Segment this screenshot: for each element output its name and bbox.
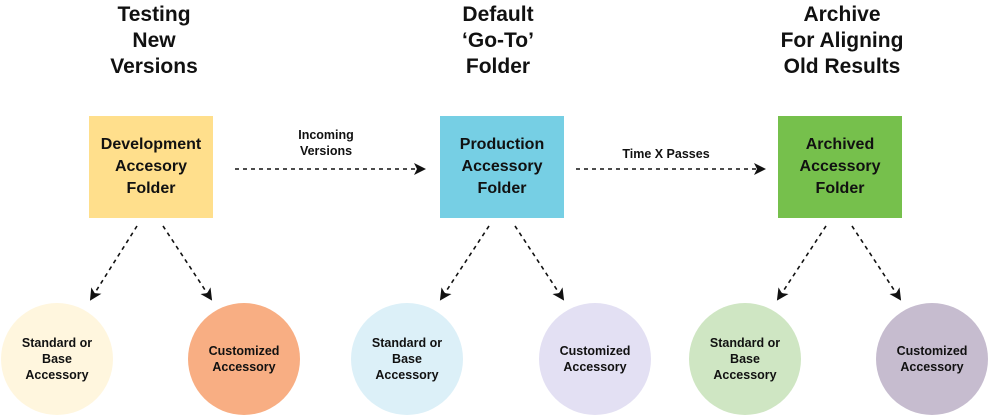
branch-arrow [89, 225, 138, 301]
development-standard-label: Standard or Base Accessory [21, 336, 93, 382]
archived-customized-circle: Customized Accessory [876, 303, 988, 415]
archived-standard-label: Standard or Base Accessory [709, 336, 781, 382]
transition-label-time: Time X Passes [622, 147, 710, 161]
archived-folder-box: Archived Accessory Folder [778, 116, 902, 218]
archived-standard-circle: Standard or Base Accessory [689, 303, 801, 415]
branch-arrow [776, 225, 827, 301]
development-folder-box: Development Accesory Folder [89, 116, 213, 218]
branch-arrow [851, 225, 902, 301]
branch-arrow [514, 225, 565, 301]
production-folder-box: Production Accessory Folder [440, 116, 564, 218]
production-customized-label: Customized Accessory [559, 344, 631, 374]
branch-arrow [439, 225, 490, 301]
column-title-default: Default ‘Go-To’ Folder [462, 3, 534, 78]
production-customized-circle: Customized Accessory [539, 303, 651, 415]
archived-customized-label: Customized Accessory [896, 344, 968, 374]
archived-folder-label: Archived Accessory Folder [799, 136, 881, 197]
branch-arrow [162, 225, 213, 301]
development-customized-circle: Customized Accessory [188, 303, 300, 415]
development-standard-circle: Standard or Base Accessory [1, 303, 113, 415]
production-folder-label: Production Accessory Folder [459, 136, 545, 197]
column-title-archive: Archive For Aligning Old Results [780, 3, 904, 78]
transition-label-incoming: Incoming Versions [298, 128, 354, 158]
production-standard-label: Standard or Base Accessory [371, 336, 443, 382]
development-customized-label: Customized Accessory [208, 344, 280, 374]
production-standard-circle: Standard or Base Accessory [351, 303, 463, 415]
column-title-testing: Testing New Versions [110, 3, 198, 78]
development-folder-label: Development Accesory Folder [100, 136, 202, 197]
